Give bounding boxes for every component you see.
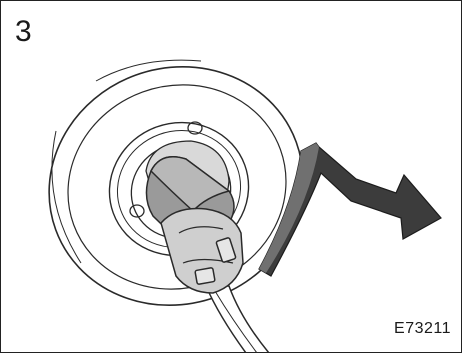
curved-arrow-icon	[259, 143, 441, 276]
figure-code: E73211	[394, 320, 451, 338]
step-number: 3	[15, 17, 32, 47]
